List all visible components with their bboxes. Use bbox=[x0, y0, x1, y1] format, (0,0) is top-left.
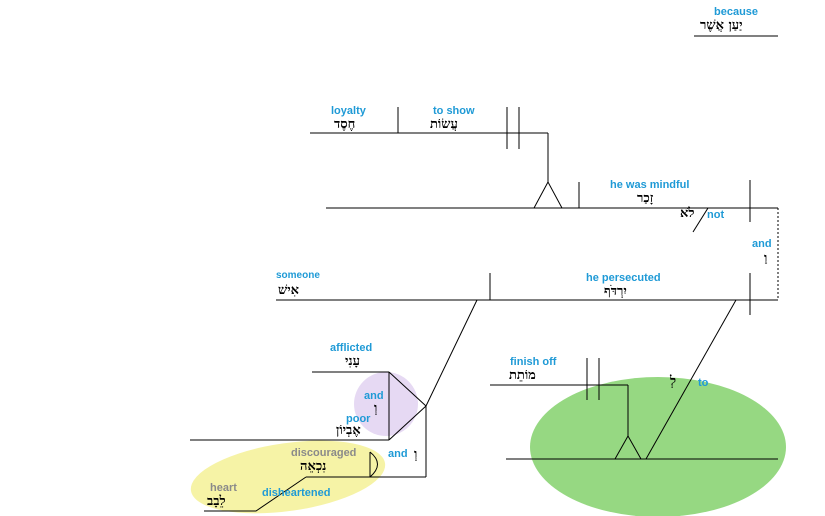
hebrew-persecuted: יִרְדֹּף bbox=[604, 284, 627, 299]
yellow-highlight bbox=[190, 440, 386, 514]
lavender-highlight bbox=[354, 372, 418, 436]
gloss-disheartened: disheartened bbox=[262, 487, 331, 499]
hebrew-and-heart: וְ bbox=[414, 447, 418, 462]
not-modifier-line bbox=[692, 207, 709, 233]
gloss-heart: heart bbox=[210, 482, 237, 494]
gloss-loyalty: loyalty bbox=[331, 105, 366, 117]
hebrew-heart: לֵבָב bbox=[207, 494, 226, 509]
gloss-poor: poor bbox=[346, 413, 371, 425]
hebrew-finish-off: מוֹתֵת bbox=[509, 368, 536, 383]
hebrew-because: יַעַן אֲשֶׁר bbox=[700, 18, 743, 33]
gloss-mindful: he was mindful bbox=[610, 179, 690, 191]
gloss-and-heart: and bbox=[388, 448, 408, 460]
gloss-finish-off: finish off bbox=[510, 356, 557, 368]
hebrew-and-conjunction: וַ bbox=[764, 251, 768, 266]
gloss-because: because bbox=[714, 6, 759, 18]
diagram-lines bbox=[190, 35, 779, 512]
to-preposition-line bbox=[645, 299, 737, 460]
hebrew-not: לֹא bbox=[680, 206, 695, 221]
hebrew-afflicted: עָנִי bbox=[345, 354, 360, 369]
hebrew-and-poor: וְ bbox=[374, 401, 378, 416]
pedestal bbox=[533, 180, 563, 209]
hebrew-to-show: עֲשׂוֹת bbox=[430, 117, 458, 132]
gloss-to-show: to show bbox=[433, 105, 475, 117]
gloss-and-conjunction: and bbox=[752, 238, 772, 250]
hebrew-poor: אֶבְיוֹן bbox=[336, 423, 361, 438]
gloss-persecuted: he persecuted bbox=[586, 272, 661, 284]
gloss-discouraged: discouraged bbox=[291, 447, 357, 459]
gloss-afflicted: afflicted bbox=[330, 342, 373, 354]
gloss-not: not bbox=[707, 209, 725, 221]
gloss-someone: someone bbox=[276, 270, 320, 281]
hebrew-discouraged: נִכְאֵה bbox=[300, 459, 327, 474]
hebrew-loyalty: חֶסֶד bbox=[334, 117, 356, 132]
hebrew-someone: אִישׁ bbox=[278, 283, 299, 298]
green-highlight bbox=[530, 377, 786, 516]
gloss-and-poor: and bbox=[364, 390, 384, 402]
hebrew-to: לְ bbox=[670, 374, 677, 389]
object-stem bbox=[425, 299, 478, 407]
gloss-to: to bbox=[698, 377, 709, 389]
hebrew-mindful: זָכַר bbox=[637, 191, 654, 206]
